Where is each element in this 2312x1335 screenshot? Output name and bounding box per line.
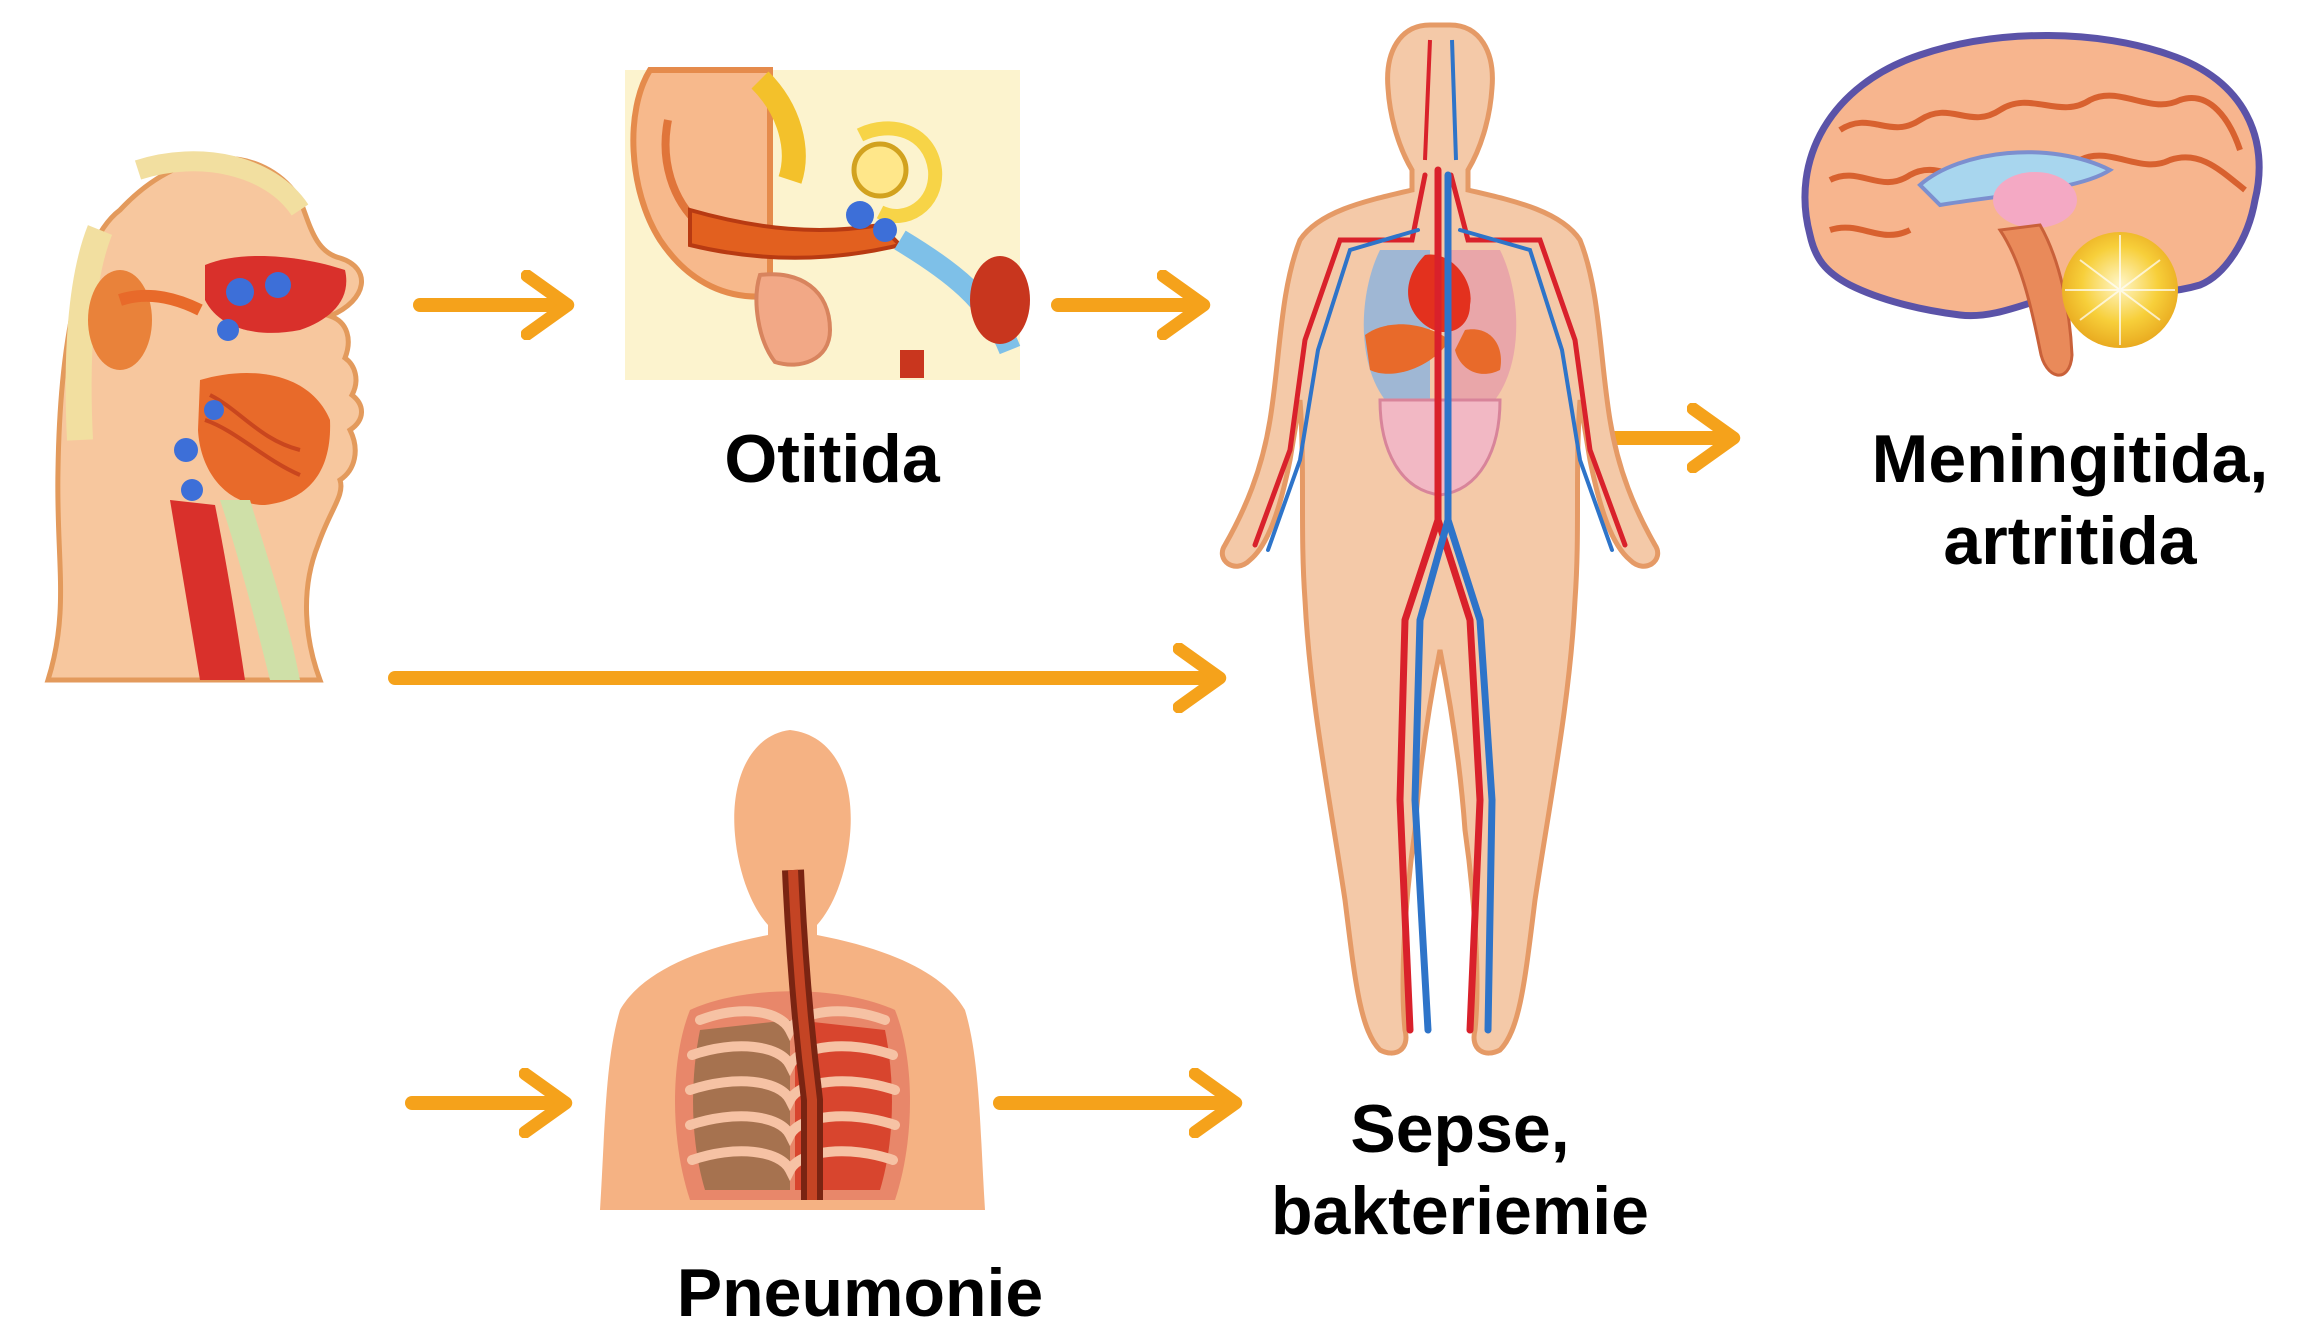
sepsis-bacteremia-label: Sepse, bakteriemie bbox=[1240, 1088, 1680, 1252]
brain-sagittal-icon bbox=[1805, 35, 2259, 375]
pneumonia-label-text: Pneumonie bbox=[620, 1252, 1100, 1334]
head-cross-section-icon bbox=[48, 158, 362, 680]
sepsis-label-line2: bakteriemie bbox=[1240, 1170, 1680, 1252]
ear-anatomy-icon bbox=[618, 60, 1030, 390]
otitis-label-text: Otitida bbox=[632, 418, 1032, 500]
meningitis-arthritis-label: Meningitida, artritida bbox=[1830, 418, 2310, 582]
torso-lungs-icon bbox=[600, 730, 985, 1210]
circulatory-system-icon bbox=[1222, 25, 1657, 1053]
otitis-label: Otitida bbox=[632, 418, 1032, 500]
pneumonia-label: Pneumonie bbox=[620, 1252, 1100, 1334]
meningitis-label-line2: artritida bbox=[1830, 500, 2310, 582]
sepsis-label-line1: Sepse, bbox=[1240, 1088, 1680, 1170]
meningitis-label-line1: Meningitida, bbox=[1830, 418, 2310, 500]
